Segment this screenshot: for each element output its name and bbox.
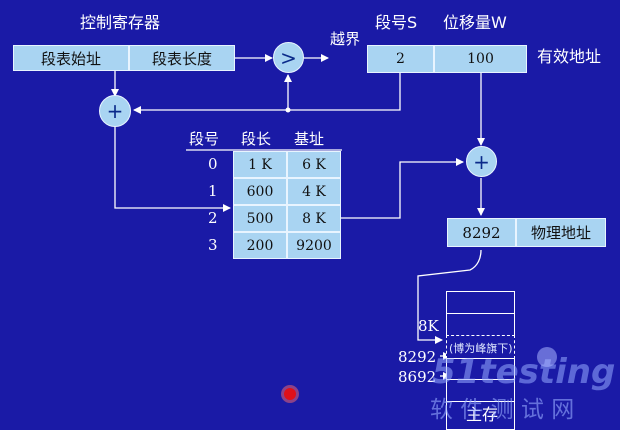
offset-label: 位移量W — [443, 13, 507, 32]
segment-table-base-cell: 段表始址 — [13, 45, 129, 71]
row-3-base: 9200 — [287, 232, 341, 259]
row-1-segment: 1 — [208, 182, 218, 200]
watermark-subtitle: 软 件 测 试 网 — [430, 397, 575, 423]
memory-mark-8k: 8K — [418, 317, 439, 335]
row-1-base: 4 K — [287, 178, 341, 205]
segment-number-label: 段号S — [375, 13, 418, 32]
header-underline — [186, 149, 342, 151]
segment-number-cell: 2 — [367, 45, 434, 73]
compare-operator: > — [273, 42, 304, 73]
watermark-mark-icon — [537, 347, 557, 367]
header-segment-length: 段长 — [241, 130, 272, 148]
physical-address-label: 物理地址 — [516, 218, 606, 247]
header-segment-no: 段号 — [189, 130, 220, 148]
memory-mark-8692: 8692 — [398, 368, 437, 386]
control-register-label: 控制寄存器 — [80, 13, 161, 32]
memory-block — [446, 313, 515, 336]
add-operator-table: + — [99, 95, 131, 127]
add-operator-physical: + — [466, 146, 497, 177]
effective-address-label: 有效地址 — [537, 47, 602, 66]
row-0-length: 1 K — [233, 151, 287, 178]
row-2-base: 8 K — [287, 205, 341, 232]
memory-mark-8292: 8292 — [398, 348, 437, 366]
memory-caption: (博为峰旗下) — [449, 342, 513, 355]
row-2-length: 500 — [233, 205, 287, 232]
watermark-logo: 51testing — [432, 352, 616, 392]
memory-block — [446, 401, 515, 430]
row-3-segment: 3 — [208, 236, 218, 254]
row-1-length: 600 — [233, 178, 287, 205]
row-2-segment: 2 — [208, 209, 218, 227]
laser-pointer-icon — [281, 385, 299, 403]
main-memory-label: 主存 — [466, 405, 499, 424]
out-of-bounds-label: 越界 — [330, 30, 361, 48]
offset-cell: 100 — [434, 45, 527, 73]
memory-block — [446, 291, 515, 314]
row-3-length: 200 — [233, 232, 287, 259]
row-0-base: 6 K — [287, 151, 341, 178]
header-base-address: 基址 — [294, 130, 325, 148]
segment-table-length-cell: 段表长度 — [129, 45, 235, 71]
row-0-segment: 0 — [208, 155, 218, 173]
physical-address-value: 8292 — [447, 218, 516, 247]
